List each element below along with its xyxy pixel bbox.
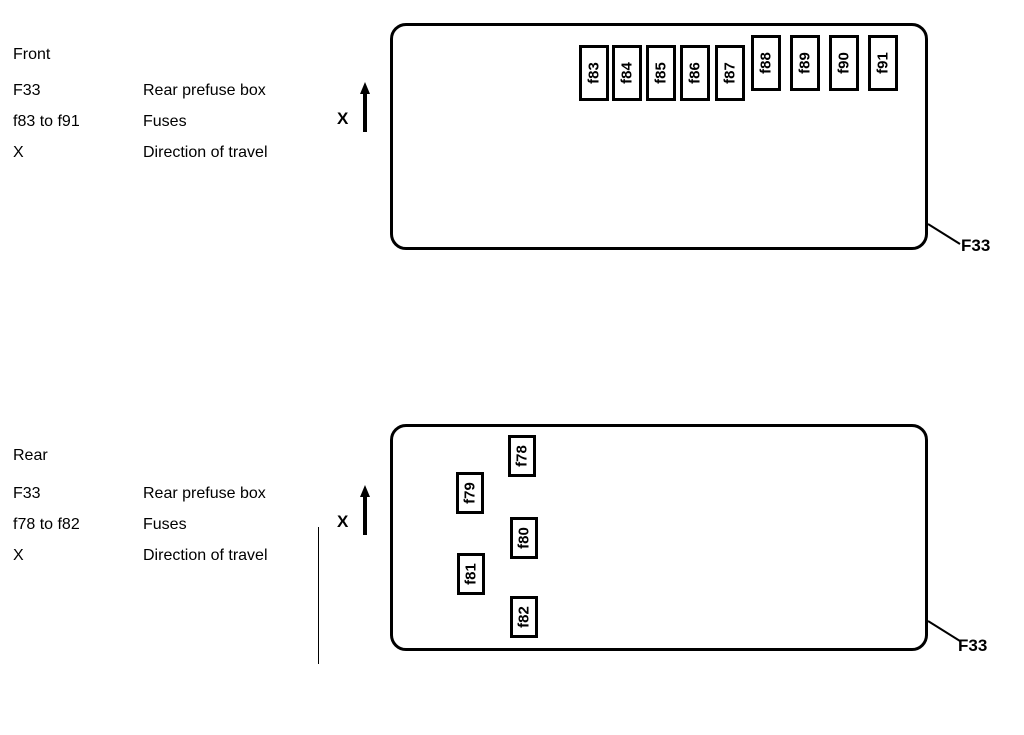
legend-desc: Rear prefuse box: [143, 485, 266, 502]
fuse: f88: [751, 35, 781, 91]
fuse: f78: [508, 435, 536, 477]
rear-diagram: Rear F33 Rear prefuse box f78 to f82 Fus…: [0, 403, 1024, 735]
fuse-label: f82: [515, 606, 533, 628]
fuse-label: f80: [515, 527, 533, 549]
fuse: f90: [829, 35, 859, 91]
legend-row: f78 to f82 Fuses: [13, 516, 323, 538]
front-diagram: Front F33 Rear prefuse box f83 to f91 Fu…: [0, 0, 1024, 332]
fuse: f89: [790, 35, 820, 91]
fuse-label: f85: [652, 62, 670, 84]
fuse-label: f91: [874, 52, 892, 74]
leader-line: [927, 620, 961, 642]
arrow-up-icon: [360, 485, 370, 535]
fuse: f86: [680, 45, 710, 101]
legend-row: f83 to f91 Fuses: [13, 113, 323, 135]
fuse: f91: [868, 35, 898, 91]
fuse-label: f88: [757, 52, 775, 74]
fuse-label: f78: [513, 445, 531, 467]
prefuse-box: [390, 424, 928, 651]
direction-indicator: X: [337, 485, 377, 537]
legend-desc: Fuses: [143, 113, 187, 130]
direction-label: X: [337, 512, 349, 531]
legend-desc: Fuses: [143, 516, 187, 533]
legend-row: F33 Rear prefuse box: [13, 485, 323, 507]
fuse-label: f90: [835, 52, 853, 74]
legend-code: F33: [13, 485, 41, 502]
fuse-label: f86: [686, 62, 704, 84]
fuse-label: f83: [585, 62, 603, 84]
leader-line: [927, 223, 961, 245]
legend-code: X: [13, 547, 24, 564]
front-title: Front: [13, 46, 51, 63]
fuse-label: f84: [618, 62, 636, 84]
fuse: f84: [612, 45, 642, 101]
fuse: f82: [510, 596, 538, 638]
legend-desc: Rear prefuse box: [143, 82, 266, 99]
legend-code: X: [13, 144, 24, 161]
legend-code: F33: [13, 82, 41, 99]
legend-row: X Direction of travel: [13, 144, 323, 166]
fuse: f87: [715, 45, 745, 101]
fuse: f80: [510, 517, 538, 559]
fuse: f85: [646, 45, 676, 101]
fuse: f83: [579, 45, 609, 101]
legend-row: F33 Rear prefuse box: [13, 82, 323, 104]
fuse-label: f89: [796, 52, 814, 74]
rear-title: Rear: [13, 447, 48, 464]
fuse-label: f87: [721, 62, 739, 84]
direction-label: X: [337, 109, 349, 128]
fuse: f81: [457, 553, 485, 595]
legend-row: X Direction of travel: [13, 547, 323, 569]
legend-desc: Direction of travel: [143, 144, 268, 161]
direction-indicator: X: [337, 82, 377, 134]
legend-code: f78 to f82: [13, 516, 80, 533]
box-label: F33: [961, 236, 991, 255]
fuse: f79: [456, 472, 484, 514]
arrow-up-icon: [360, 82, 370, 132]
divider-line: [318, 527, 319, 664]
prefuse-box: [390, 23, 928, 250]
fuse-label: f79: [461, 482, 479, 504]
legend-desc: Direction of travel: [143, 547, 268, 564]
box-label: F33: [958, 636, 988, 655]
legend-code: f83 to f91: [13, 113, 80, 130]
fuse-label: f81: [462, 563, 480, 585]
